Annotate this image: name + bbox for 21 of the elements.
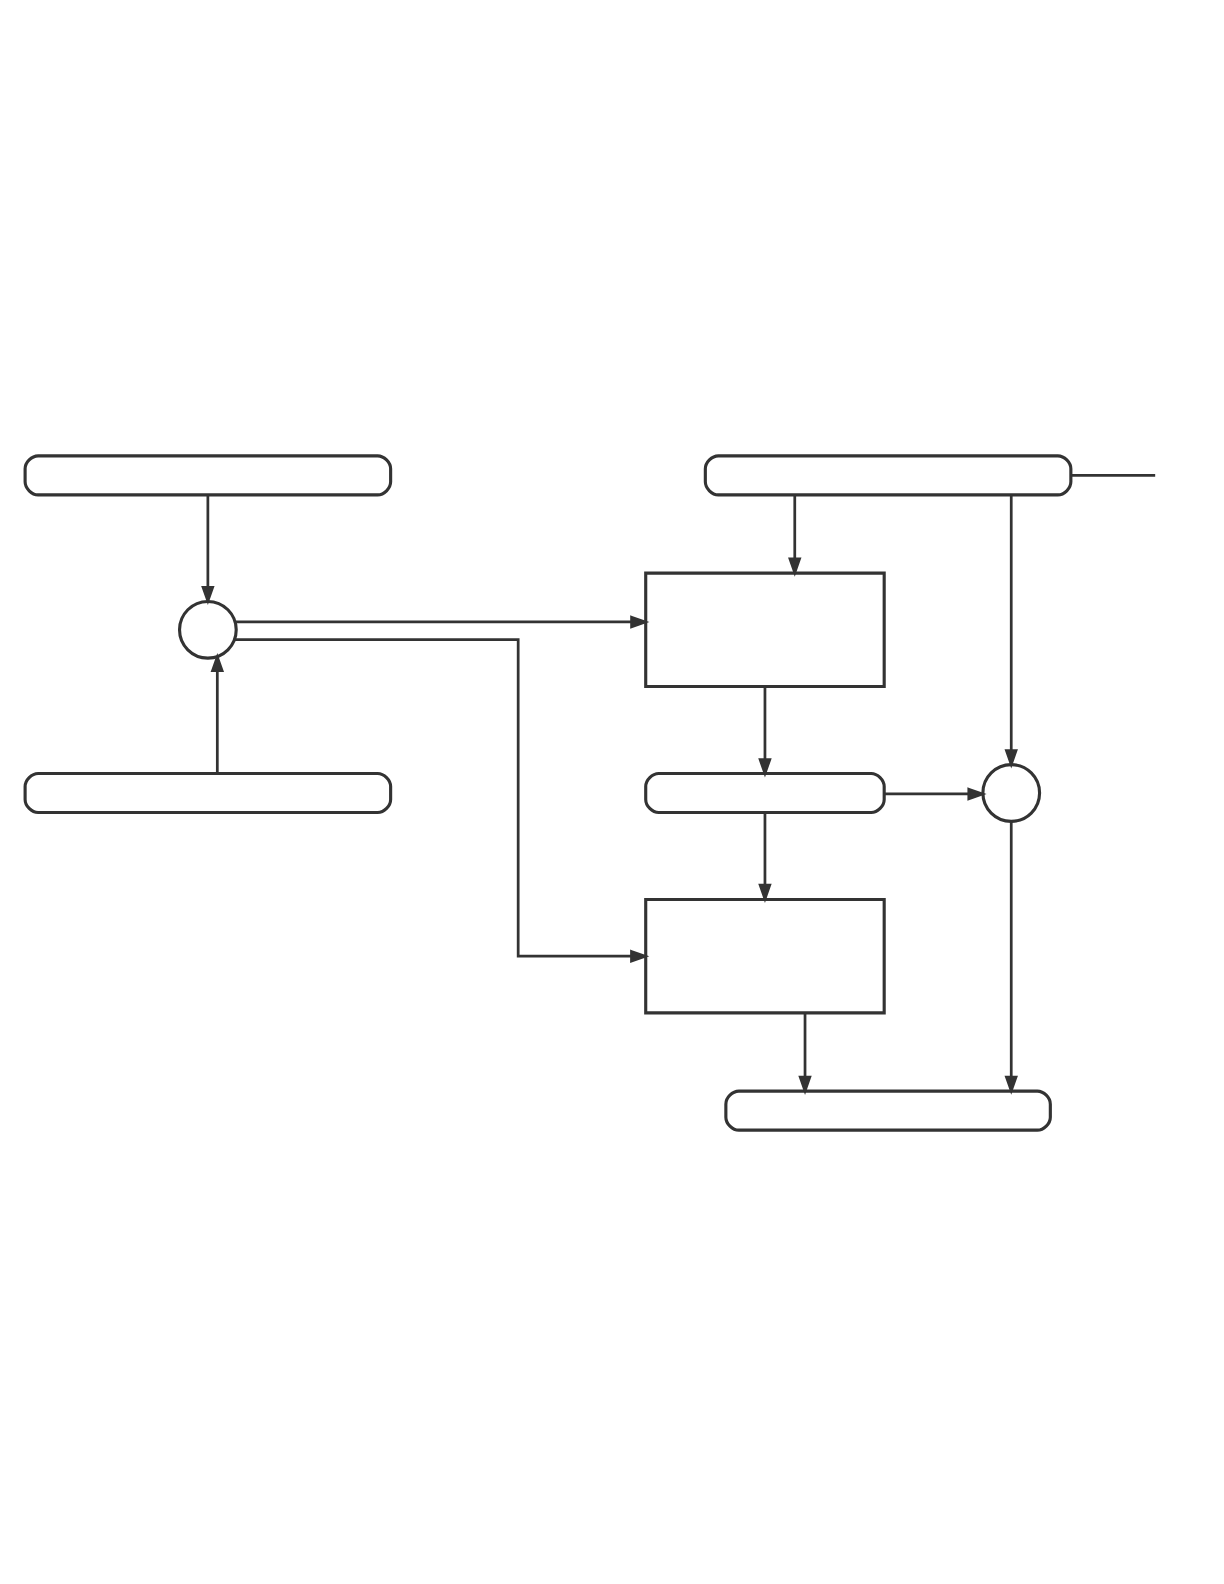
node-bar	[703, 453, 1073, 496]
node-circle	[177, 598, 238, 659]
arrow	[1004, 494, 1018, 768]
arrow	[758, 812, 772, 902]
node-bar	[23, 453, 393, 496]
arrow	[235, 614, 650, 628]
node-box	[644, 896, 886, 1014]
arrow	[788, 493, 802, 576]
arrow	[210, 651, 225, 772]
arrow	[884, 786, 987, 800]
arrow	[758, 685, 772, 777]
arrow	[234, 637, 650, 962]
node-bar	[644, 770, 886, 814]
arrow	[201, 493, 215, 605]
arrow	[798, 1012, 812, 1094]
node-bar	[23, 770, 393, 814]
node-box	[644, 570, 886, 688]
node-bar	[724, 1088, 1052, 1131]
connector	[1071, 473, 1156, 476]
arrow	[1004, 820, 1018, 1094]
node-circle	[981, 762, 1042, 822]
